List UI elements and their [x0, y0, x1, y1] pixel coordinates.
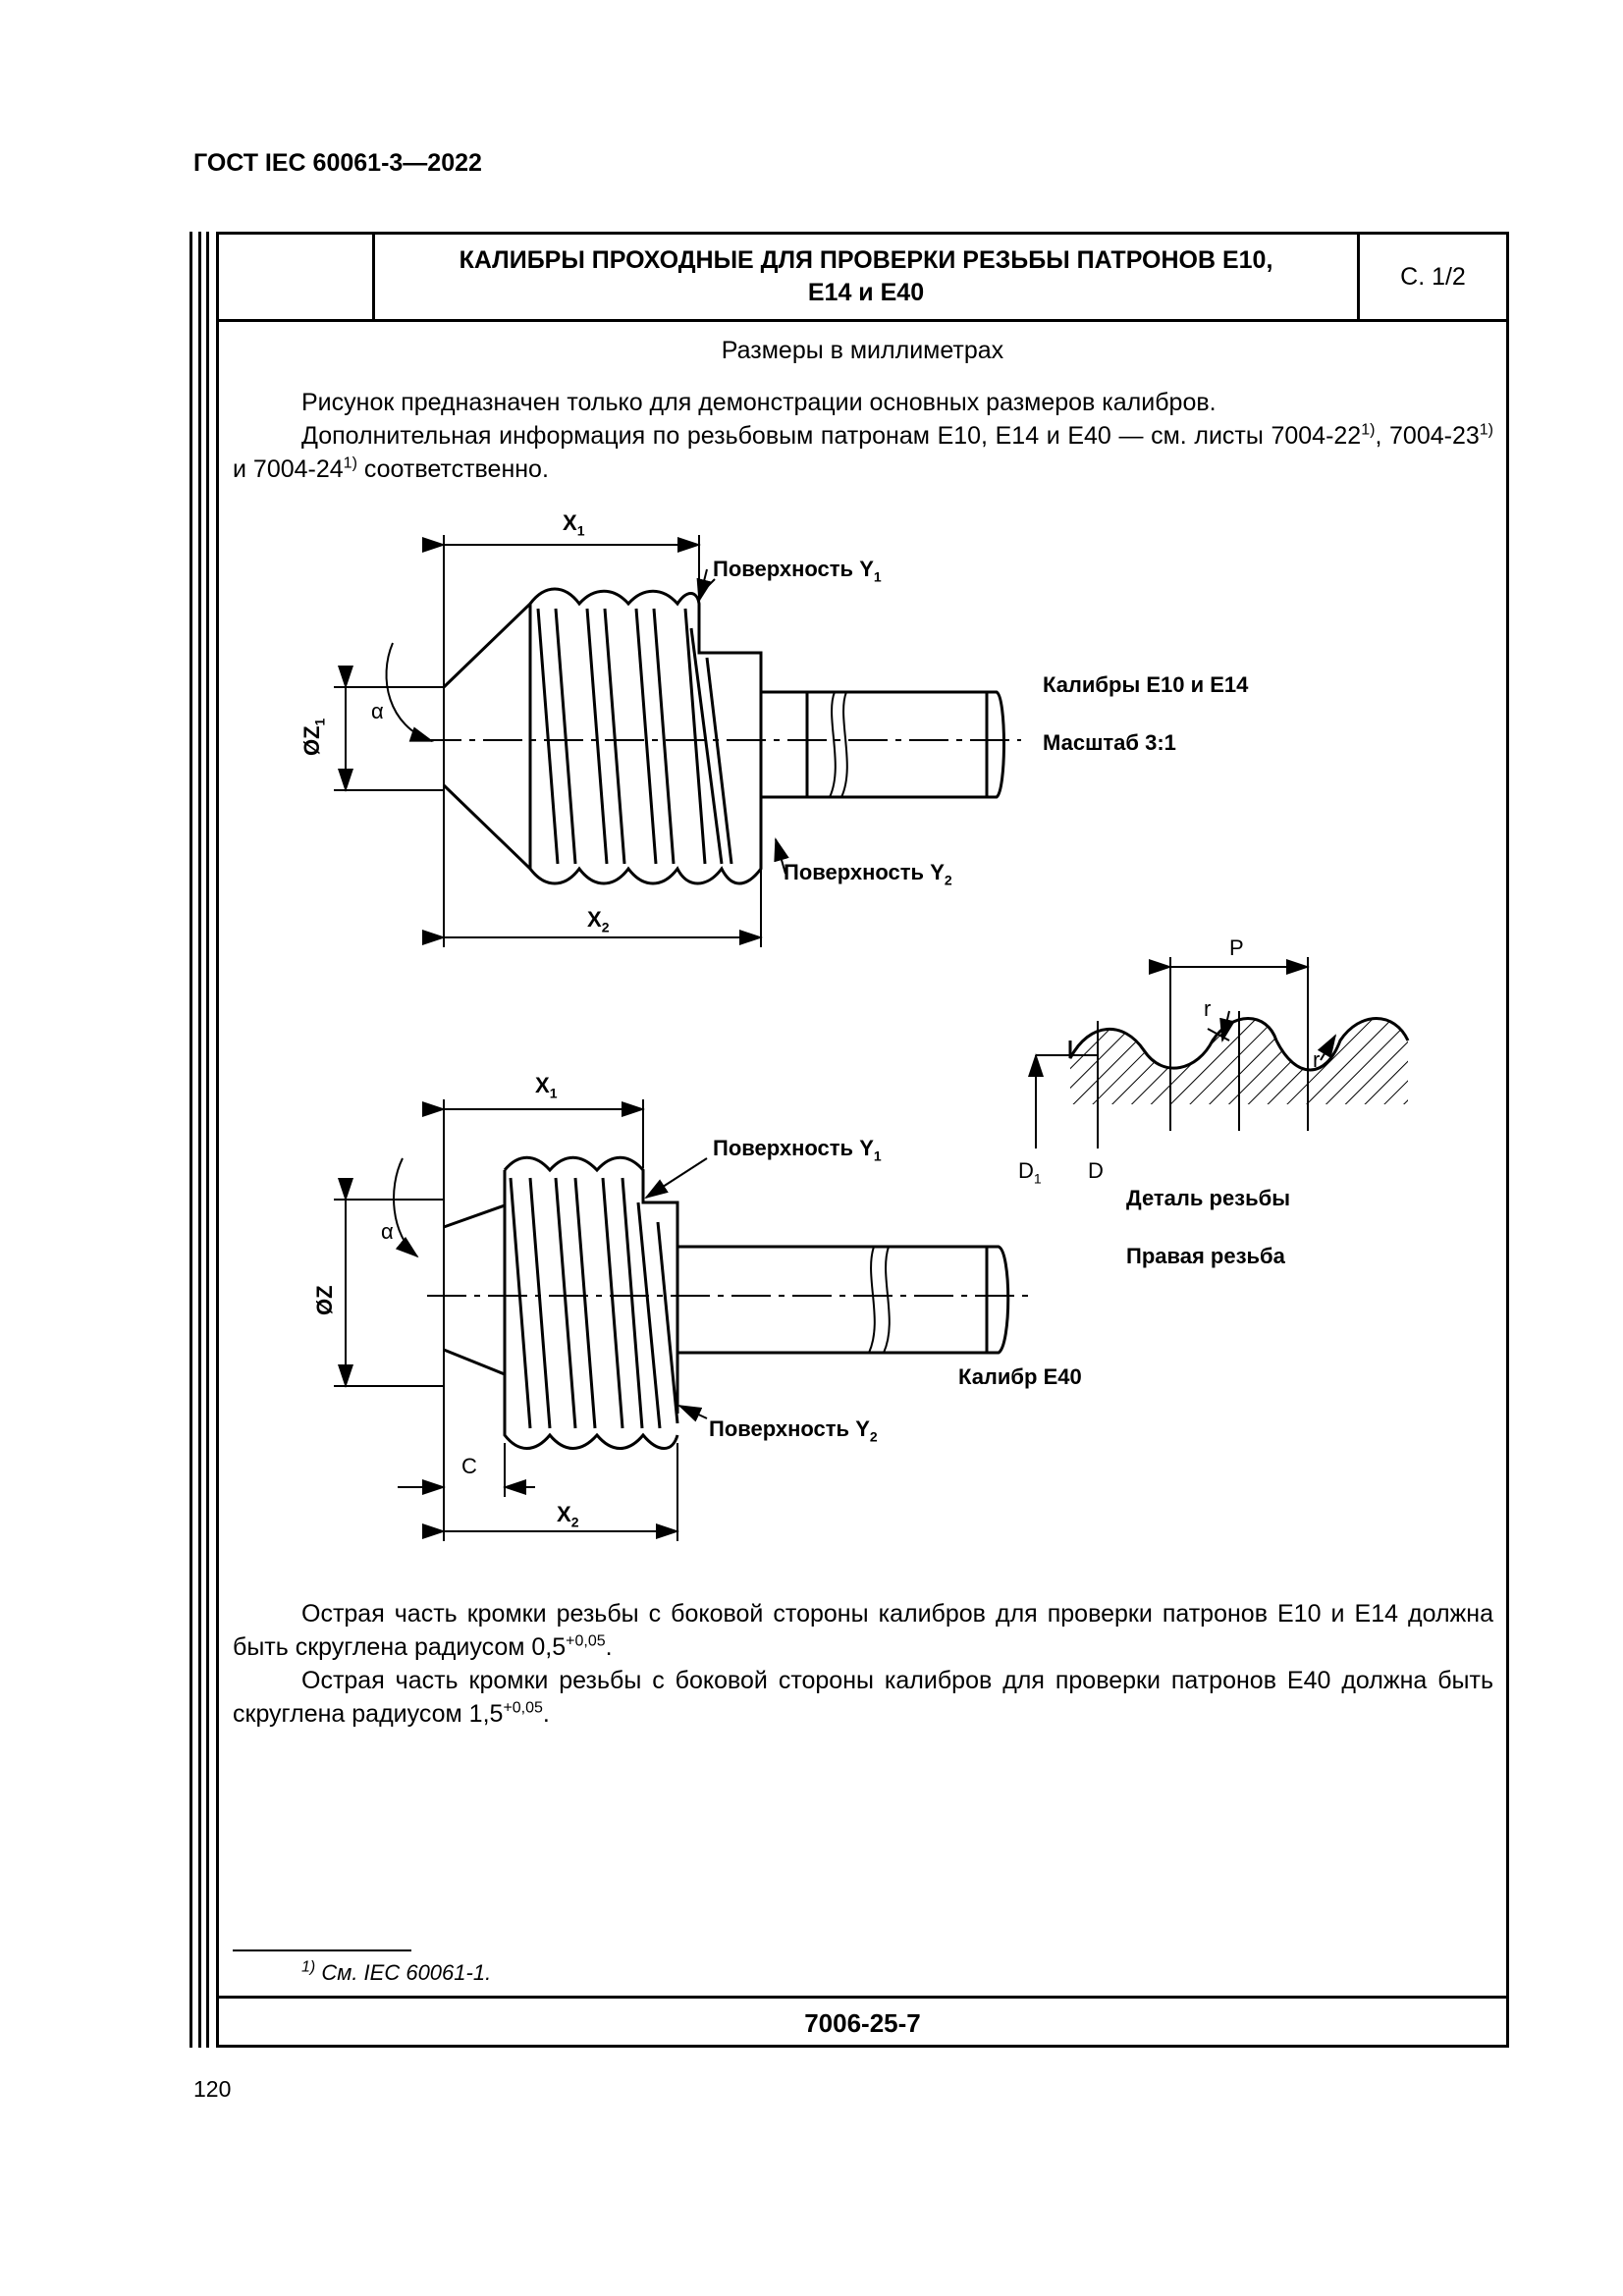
label-x1-top: X1 [563, 510, 585, 539]
label-d1: D1 [1018, 1158, 1042, 1187]
caption-thread-detail: Деталь резьбы [1126, 1186, 1291, 1210]
intro-text: Рисунок предназначен только для демонстр… [233, 386, 1493, 486]
label-z1: ØZ1 [299, 718, 328, 756]
binding-rail [206, 232, 209, 2048]
thread-detail-dimensions [1028, 957, 1337, 1148]
binding-rail [189, 232, 192, 2048]
label-alpha-bottom: α [381, 1219, 394, 1244]
label-surface-y1-bottom: Поверхность Y1 [713, 1136, 882, 1164]
dimension-x1 [334, 535, 789, 947]
dimension-e40 [334, 1099, 708, 1541]
intro-paragraph-2: Дополнительная информация по резьбовым п… [233, 421, 1494, 483]
intro-paragraph-1: Рисунок предназначен только для демонстр… [301, 389, 1217, 416]
label-surface-y2-bottom: Поверхность Y2 [709, 1416, 878, 1445]
label-x1-bottom: X1 [535, 1073, 558, 1101]
caption-e10-e14: Калибры Е10 и Е14 [1043, 672, 1249, 697]
note-paragraph-2: Острая часть кромки резьбы с боковой сто… [233, 1667, 1493, 1728]
sheet-frame: КАЛИБРЫ ПРОХОДНЫЕ ДЛЯ ПРОВЕРКИ РЕЗЬБЫ ПА… [216, 232, 1509, 2048]
label-x2-top: X2 [587, 907, 610, 935]
label-pitch: P [1229, 935, 1244, 960]
page-reference: С. 1/2 [1400, 262, 1466, 291]
label-radius-1: r [1204, 996, 1212, 1021]
label-z: ØZ [312, 1285, 337, 1315]
standard-designation: ГОСТ IEC 60061-3—2022 [193, 149, 482, 177]
label-radius-2: r [1313, 1047, 1321, 1072]
sheet-title: КАЛИБРЫ ПРОХОДНЫЕ ДЛЯ ПРОВЕРКИ РЕЗЬБЫ ПА… [375, 235, 1360, 319]
label-x2-bottom: X2 [557, 1502, 579, 1530]
gauge-e40-drawing [443, 1155, 1010, 1450]
notes-text: Острая часть кромки резьбы с боковой сто… [233, 1597, 1493, 1731]
title-left-cell [219, 235, 375, 319]
footnote: 1) См. IEC 60061-1. [301, 1958, 492, 1985]
sheet-title-line1: КАЛИБРЫ ПРОХОДНЫЕ ДЛЯ ПРОВЕРКИ РЕЗЬБЫ ПА… [459, 246, 1273, 274]
page-number: 120 [193, 2076, 232, 2102]
label-surface-y1-top: Поверхность Y1 [713, 557, 882, 585]
label-d: D [1088, 1158, 1104, 1183]
sheet-number: 7006-25-7 [219, 1996, 1506, 2048]
footnote-separator [233, 1949, 411, 1951]
caption-e40: Калибр Е40 [958, 1364, 1082, 1389]
label-surface-y2-top: Поверхность Y2 [784, 860, 952, 888]
title-block: КАЛИБРЫ ПРОХОДНЫЕ ДЛЯ ПРОВЕРКИ РЕЗЬБЫ ПА… [219, 235, 1506, 322]
note-paragraph-1: Острая часть кромки резьбы с боковой сто… [233, 1600, 1493, 1661]
gauge-e10-e14-drawing [442, 587, 1005, 885]
units-note: Размеры в миллиметрах [721, 337, 1004, 364]
sheet-title-line2: Е14 и Е40 [807, 279, 925, 306]
label-c: C [461, 1454, 477, 1478]
binding-rail [198, 232, 201, 2048]
caption-right-thread: Правая резьба [1126, 1244, 1285, 1268]
label-alpha-top: α [371, 699, 384, 723]
caption-scale: Масштаб 3:1 [1043, 730, 1176, 755]
